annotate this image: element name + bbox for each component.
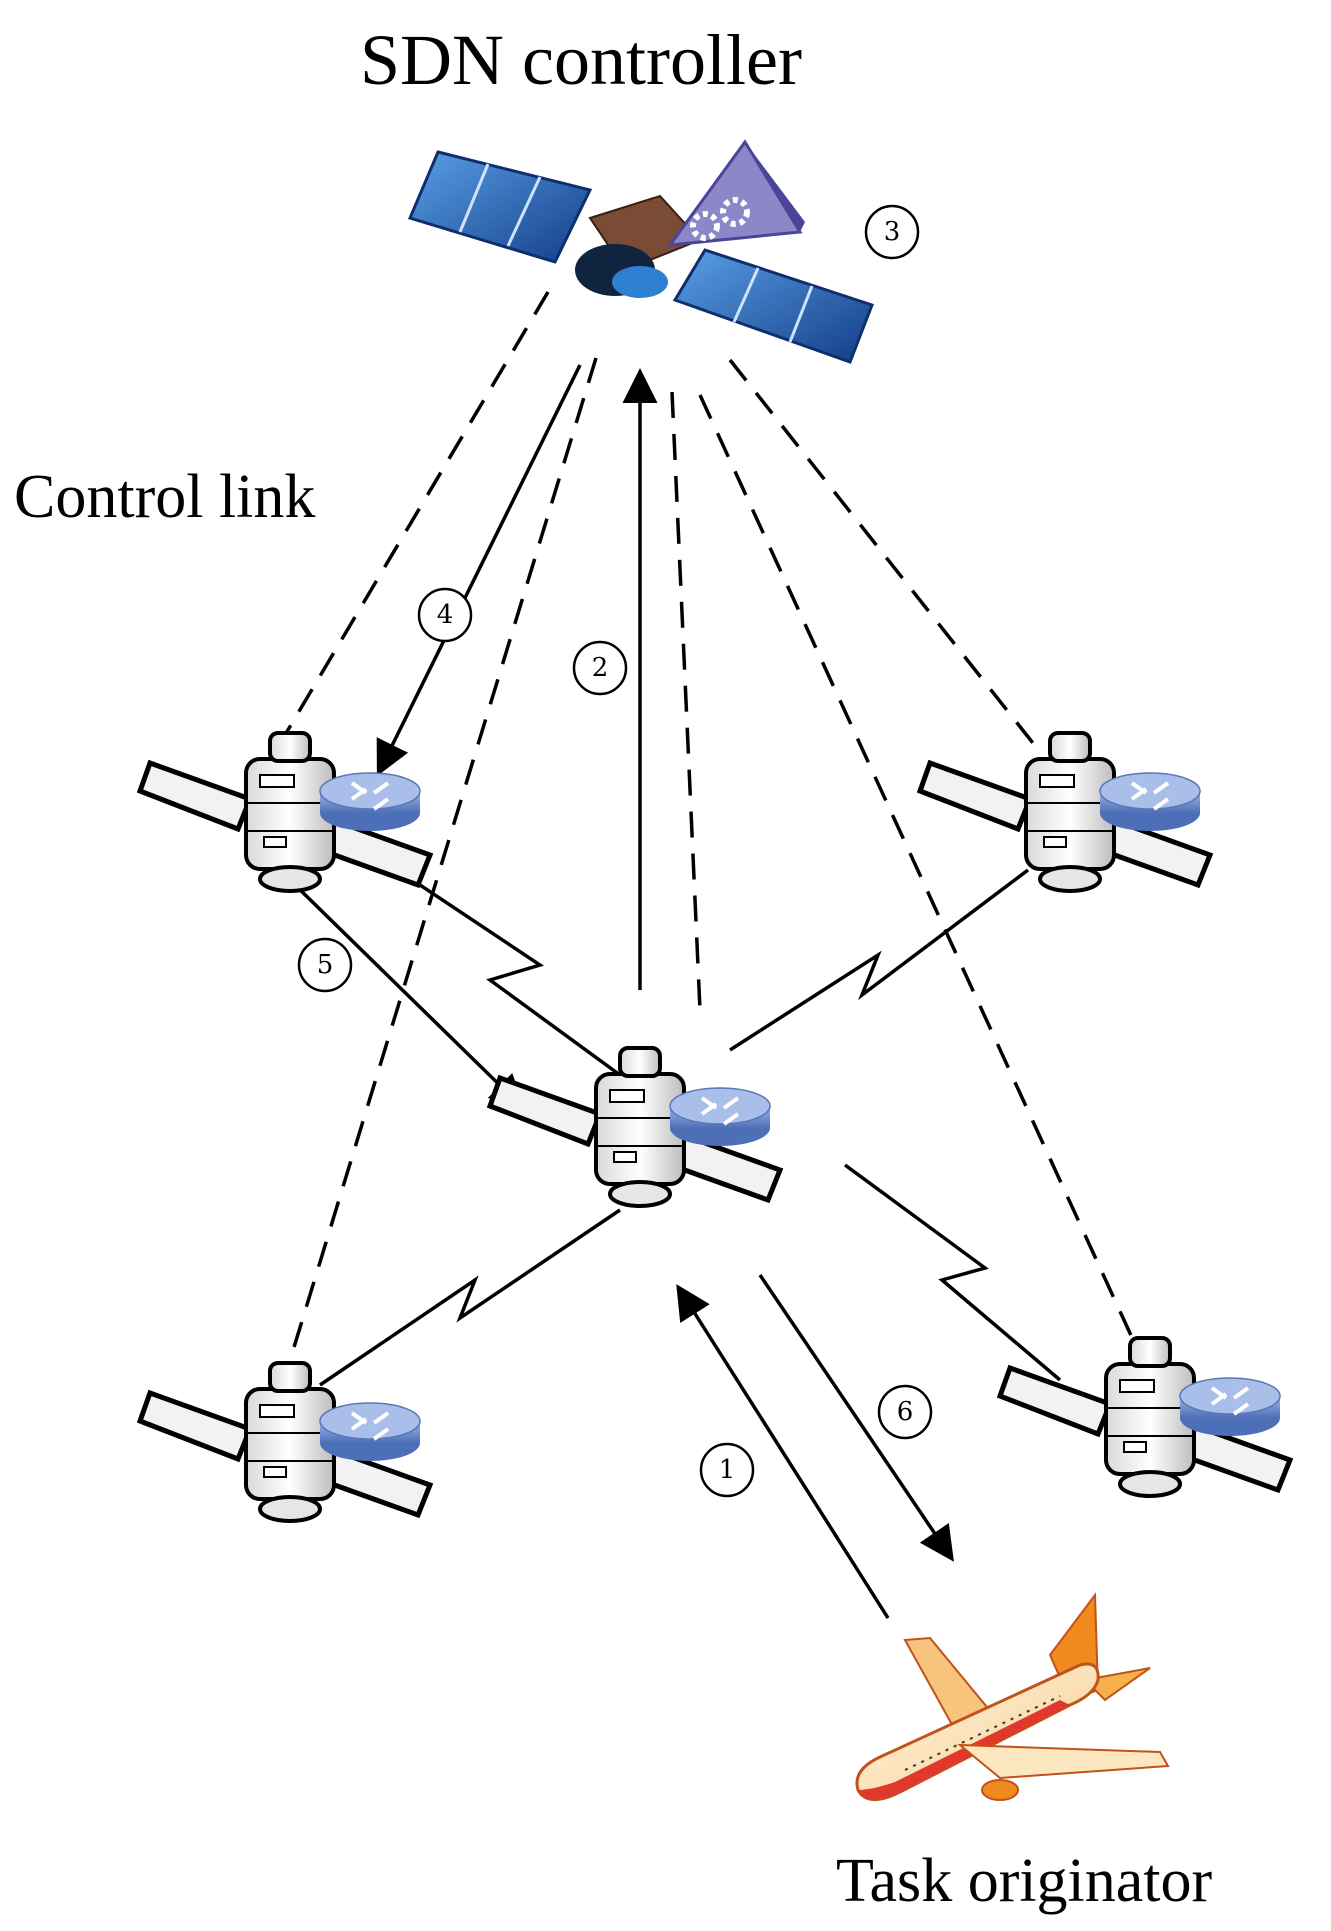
airplane-icon <box>855 1592 1170 1801</box>
step-marker-1: 1 <box>699 1442 755 1498</box>
arrow-step-1 <box>676 1284 890 1619</box>
step-number: 2 <box>592 653 609 683</box>
satellite-gear-icon <box>407 139 874 364</box>
step-number: 1 <box>719 1455 736 1485</box>
step-number: 3 <box>884 217 901 247</box>
satellite-router-icon <box>140 1363 430 1521</box>
step-markers: 1 2 3 4 5 6 <box>297 204 933 1498</box>
arrow-step-4 <box>376 364 582 777</box>
satellite-router-icon <box>920 733 1210 891</box>
step-marker-4: 4 <box>417 587 473 643</box>
arrow-step-6 <box>758 1274 954 1562</box>
satellite-router-icon <box>490 1048 780 1206</box>
step-number: 6 <box>897 1397 914 1427</box>
arrow-step-5 <box>288 878 526 1110</box>
inter-satellite-links <box>319 868 1062 1387</box>
step-marker-5: 5 <box>297 937 353 993</box>
control-link-label: Control link <box>14 463 316 531</box>
step-marker-3: 3 <box>864 204 920 260</box>
control-links <box>280 291 1142 1381</box>
controller-label: SDN controller <box>360 20 802 100</box>
step-marker-2: 2 <box>572 640 628 696</box>
task-originator-label: Task originator <box>836 1847 1213 1915</box>
satellite-router-icon <box>1000 1338 1290 1496</box>
step-number: 5 <box>317 950 334 980</box>
step-marker-6: 6 <box>877 1384 933 1440</box>
step-number: 4 <box>437 600 454 630</box>
